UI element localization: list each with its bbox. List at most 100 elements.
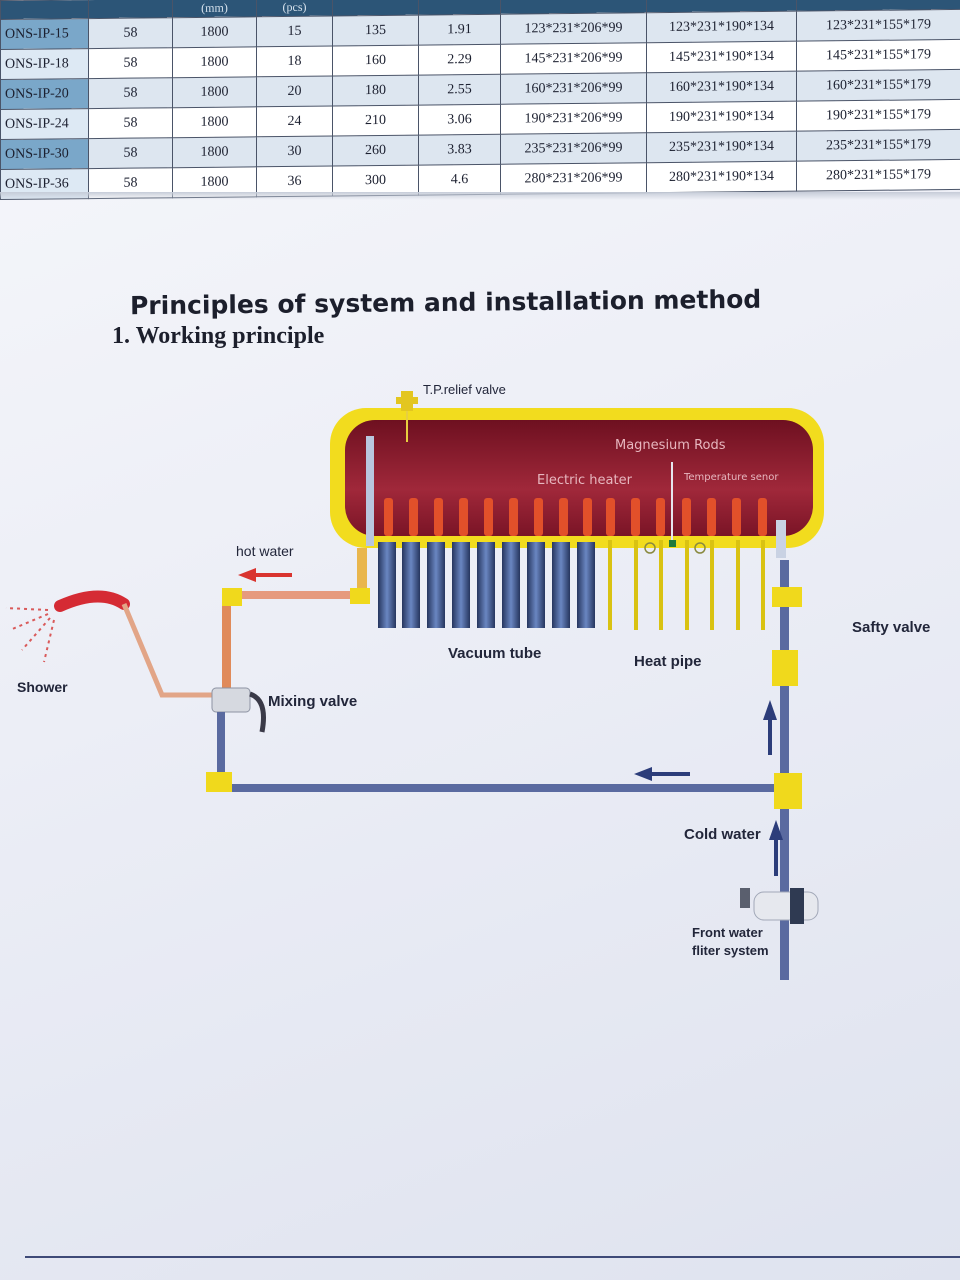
shower-spray	[43, 619, 55, 663]
working-principle-diagram: T.P.relief valve Magnesium Rods Electric…	[5, 382, 930, 980]
table-cell: 1800	[172, 106, 257, 138]
cold-flow-arrow-icon	[634, 767, 652, 781]
table-cell: 2.55	[418, 74, 501, 106]
vacuum-tube	[502, 542, 520, 628]
table-cell: 190*231*190*134	[646, 101, 797, 133]
pipe-head	[459, 498, 468, 536]
pipe-head	[509, 498, 518, 536]
vacuum-tube	[427, 542, 445, 628]
shower-hose	[121, 603, 218, 698]
pipe-head	[583, 498, 592, 536]
pipe-head	[606, 498, 615, 536]
table-cell: 4.6	[418, 164, 501, 196]
heat-pipe	[608, 540, 612, 630]
tp-relief-label: T.P.relief valve	[423, 382, 506, 397]
table-cell: 280*231*155*179	[796, 159, 960, 192]
hot-outlet-pipe	[366, 436, 374, 546]
table-cell: 160*231*155*179	[796, 69, 960, 102]
filter-label-line1: Front water	[692, 925, 763, 940]
footer-rule	[25, 1256, 960, 1258]
table-cell: 160	[332, 45, 419, 77]
check-valve-body	[772, 650, 798, 686]
cold-pipe-left-down	[217, 712, 225, 782]
table-cell: 180	[332, 75, 419, 107]
table-cell: 123*231*155*179	[796, 9, 960, 42]
vacuum-tube	[452, 542, 470, 628]
header-cell	[0, 0, 89, 20]
hot-water-pipe	[222, 548, 370, 690]
model-cell: ONS-IP-18	[0, 48, 89, 80]
mixing-valve-handle	[248, 691, 266, 733]
vacuum-tube	[402, 542, 420, 628]
electric-heater-icon	[644, 542, 656, 554]
cold-water-label: Cold water	[684, 826, 761, 843]
table-cell: 18	[256, 46, 333, 77]
pipe-head	[758, 498, 767, 536]
header-cell	[418, 0, 501, 16]
table-cell: 3.83	[418, 134, 501, 166]
pipe-joint	[774, 773, 802, 809]
relief-valve-cap	[396, 397, 418, 404]
hot-flow-arrow-icon	[238, 568, 256, 582]
vacuum-tube-label: Vacuum tube	[448, 645, 541, 662]
table-cell: 190*231*206*99	[500, 102, 647, 135]
vacuum-tube	[577, 542, 595, 628]
mixing-valve	[211, 687, 266, 733]
tp-relief-valve	[396, 391, 418, 442]
heat-pipe-group	[608, 540, 765, 630]
vacuum-tube-group	[378, 542, 595, 628]
shower	[5, 590, 218, 698]
vacuum-tube	[527, 542, 545, 628]
heat-pipe-heads	[384, 498, 767, 536]
shower-spray	[9, 613, 49, 631]
pipe-head	[656, 498, 665, 536]
model-cell: ONS-IP-20	[0, 78, 89, 110]
cold-pipe-right-vertical	[780, 560, 789, 980]
table-cell: 30	[256, 136, 333, 167]
table-cell: 58	[88, 137, 173, 169]
cold-water-pipe	[206, 560, 802, 980]
filter-handle	[740, 888, 750, 908]
table-cell: 1800	[172, 136, 257, 168]
header-cell: (pcs)	[256, 0, 333, 17]
hot-pipe-down	[222, 598, 231, 690]
model-cell: ONS-IP-24	[0, 108, 89, 140]
table-cell: 235*231*155*179	[796, 129, 960, 162]
table-cell: 145*231*206*99	[500, 42, 647, 75]
pipe-joint	[350, 588, 370, 604]
table-cell: 58	[88, 17, 173, 49]
pipe-head	[707, 498, 716, 536]
table-cell: 160*231*190*134	[646, 71, 797, 103]
mixing-valve-label: Mixing valve	[268, 693, 357, 710]
table-cell: 280*231*206*99	[500, 162, 647, 195]
vacuum-tube	[477, 542, 495, 628]
electric-heater-label: Electric heater	[537, 473, 633, 488]
table-cell: 1800	[172, 16, 257, 48]
header-cell	[88, 0, 173, 19]
table-cell: 1800	[172, 46, 257, 78]
table-cell: 58	[88, 107, 173, 139]
temperature-sensor-icon	[669, 540, 676, 547]
temperature-label: Temperature senor	[683, 472, 779, 483]
hot-pipe-vertical	[357, 548, 367, 598]
model-cell: ONS-IP-15	[0, 18, 89, 50]
model-cell: ONS-IP-30	[0, 138, 89, 170]
up-flow-arrow-icon	[763, 700, 777, 720]
pipe-head	[682, 498, 691, 536]
table-shadow	[0, 192, 960, 200]
heat-pipe	[685, 540, 689, 630]
table-cell: 210	[332, 105, 419, 137]
vacuum-tube	[378, 542, 396, 628]
heat-pipe	[659, 540, 663, 630]
inlet-arrow-icon	[769, 820, 783, 840]
table-cell: 3.06	[418, 104, 501, 136]
safety-valve-label: Safty valve	[852, 619, 930, 636]
table-cell: 123*231*190*134	[646, 11, 797, 43]
table-cell: 2.29	[418, 44, 501, 76]
pipe-joint	[206, 772, 232, 792]
header-cell	[332, 0, 419, 17]
table-cell: 1.91	[418, 14, 501, 46]
heater-connector-icon	[694, 542, 706, 554]
shower-spray	[21, 617, 51, 651]
front-water-filter	[740, 888, 819, 924]
